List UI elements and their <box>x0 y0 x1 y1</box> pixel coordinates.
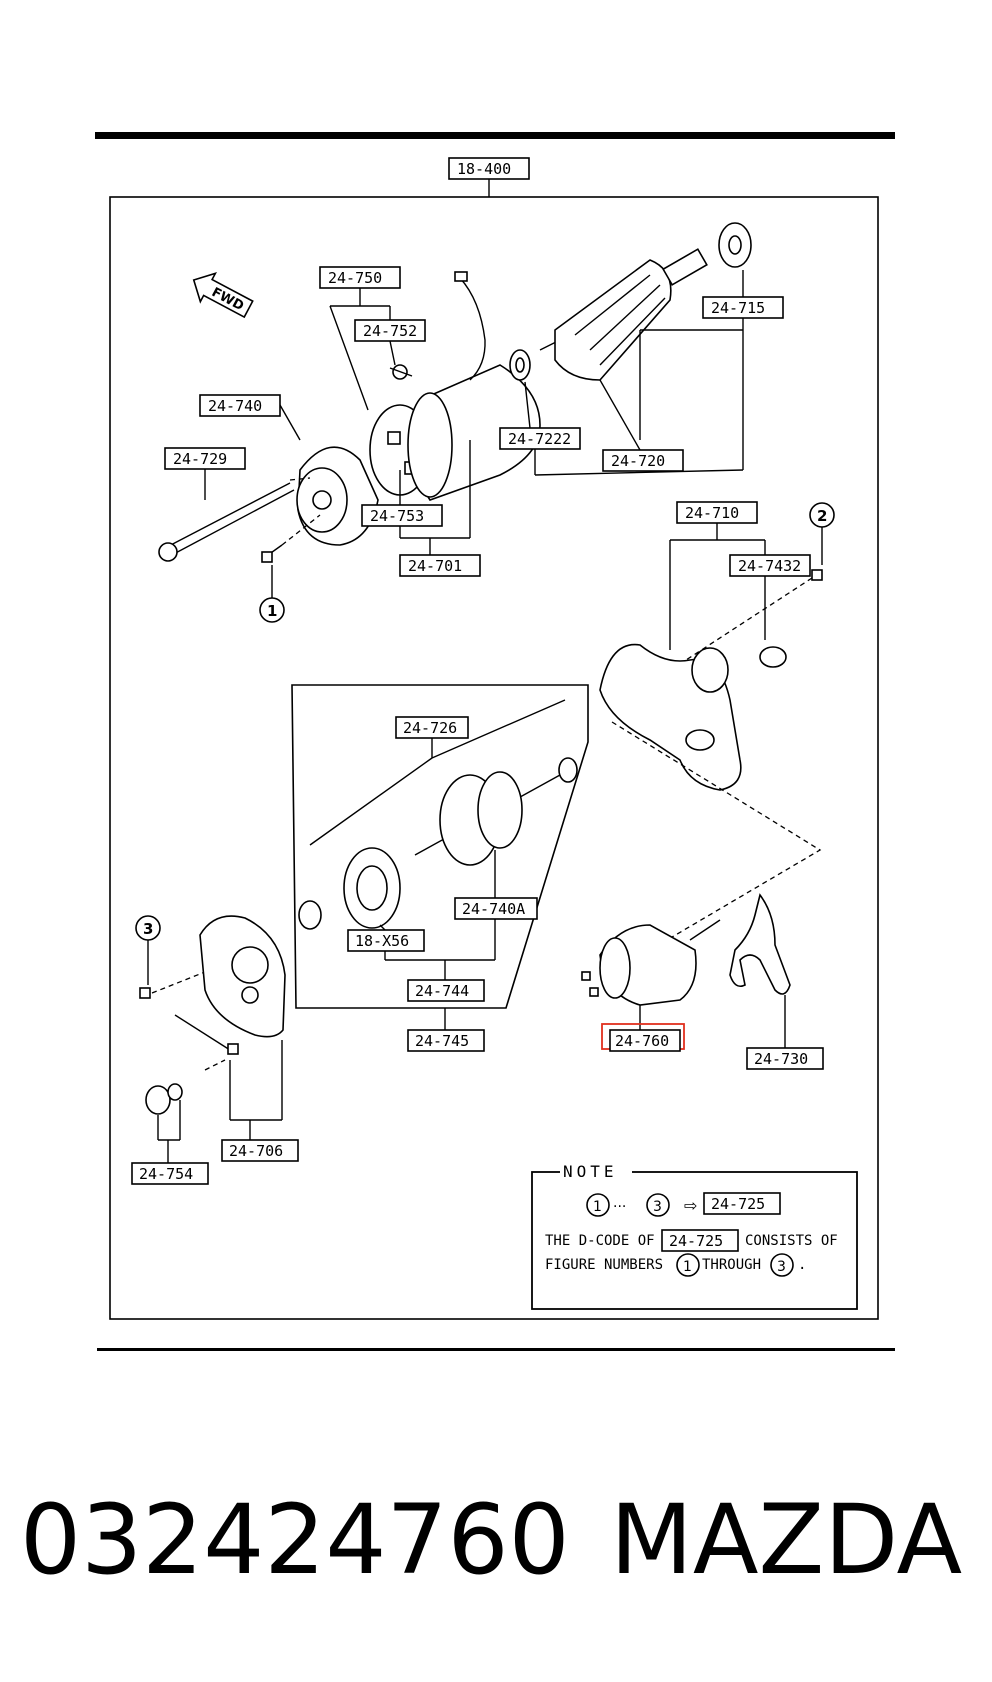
note-line1-suffix: CONSISTS OF <box>745 1233 838 1249</box>
callout-24-720: 24-720 <box>602 449 684 472</box>
bushing-7432 <box>759 646 787 668</box>
callout-24-740A: 24-740A <box>454 897 538 920</box>
svg-text:24-715: 24-715 <box>711 299 765 317</box>
note-figure-3b: 3 <box>770 1253 794 1277</box>
callout-24-701: 24-701 <box>399 554 481 577</box>
note-figure-3: 3 <box>646 1193 670 1217</box>
svg-text:24-760: 24-760 <box>615 1032 669 1050</box>
callout-24-7222: 24-7222 <box>499 427 581 450</box>
through-bolt <box>158 482 295 562</box>
clip <box>389 364 413 380</box>
note-line2-mid: THROUGH <box>702 1257 761 1273</box>
callout-24-750: 24-750 <box>319 266 401 289</box>
shift-lever <box>729 893 791 995</box>
note-line2-end: . <box>798 1257 806 1273</box>
brand-name: MAZDA <box>610 1484 963 1596</box>
svg-text:3: 3 <box>777 1259 786 1275</box>
svg-text:3: 3 <box>653 1199 662 1215</box>
svg-text:1: 1 <box>267 602 277 620</box>
callout-24-710: 24-710 <box>676 501 758 524</box>
overrunning-clutch <box>414 771 561 866</box>
front-cover <box>199 915 286 1038</box>
fwd-arrow-icon: FWD <box>192 272 254 319</box>
callout-24-7432: 24-7432 <box>729 554 811 577</box>
svg-text:24-710: 24-710 <box>685 504 739 522</box>
bearing-7222 <box>509 349 531 381</box>
svg-text:1: 1 <box>683 1259 692 1275</box>
svg-text:24-750: 24-750 <box>328 269 382 287</box>
svg-text:24-726: 24-726 <box>403 719 457 737</box>
plug <box>145 1083 183 1115</box>
svg-text:24-740: 24-740 <box>208 397 262 415</box>
svg-text:18-X56: 18-X56 <box>355 932 409 950</box>
callout-24-745: 24-745 <box>407 1029 485 1052</box>
svg-text:24-706: 24-706 <box>229 1142 283 1160</box>
note-code-1: 24-725 <box>711 1195 765 1213</box>
note-title: NOTE <box>563 1162 618 1181</box>
note-code-2: 24-725 <box>669 1232 723 1250</box>
svg-text:24-730: 24-730 <box>754 1050 808 1068</box>
svg-text:1: 1 <box>593 1199 602 1215</box>
spring-clip <box>174 1014 239 1055</box>
top-label-box: 18-400 <box>448 157 530 180</box>
svg-text:24-729: 24-729 <box>173 450 227 468</box>
callout-24-752: 24-752 <box>354 319 426 342</box>
note-figure-1b: 1 <box>676 1253 700 1277</box>
note-line1-prefix: THE D-CODE OF <box>545 1233 655 1249</box>
figure-number-2: 2 <box>809 502 835 528</box>
callout-24-760: 24-760 <box>609 1029 681 1052</box>
part-number: 032424760 <box>20 1484 570 1596</box>
callout-24-753: 24-753 <box>361 504 443 527</box>
svg-text:24-745: 24-745 <box>415 1032 469 1050</box>
bearing-715 <box>718 222 752 268</box>
svg-text:24-7432: 24-7432 <box>738 557 801 575</box>
svg-text:24-754: 24-754 <box>139 1165 193 1183</box>
bottom-rule <box>97 1348 895 1351</box>
figure-number-1: 1 <box>259 597 285 623</box>
svg-text:24-7222: 24-7222 <box>508 430 571 448</box>
top-rule <box>95 132 895 139</box>
drive-housing <box>599 643 742 791</box>
svg-text:24-753: 24-753 <box>370 507 424 525</box>
callout-24-726: 24-726 <box>395 716 469 739</box>
rear-cover <box>296 446 379 546</box>
svg-text:24-701: 24-701 <box>408 557 462 575</box>
caption: 032424760 MAZDA <box>0 1485 992 1605</box>
callout-24-730: 24-730 <box>746 1047 824 1070</box>
callout-24-744: 24-744 <box>407 979 485 1002</box>
callout-24-740: 24-740 <box>199 394 281 417</box>
callout-18-X56: 18-X56 <box>347 929 425 952</box>
diagram-frame <box>109 196 879 1320</box>
note-dots: ··· <box>613 1199 626 1215</box>
svg-text:2: 2 <box>817 507 827 525</box>
callout-24-706: 24-706 <box>221 1139 299 1162</box>
solenoid <box>581 919 721 1006</box>
top-label: 18-400 <box>457 160 511 178</box>
svg-text:3: 3 <box>143 920 153 938</box>
svg-text:24-744: 24-744 <box>415 982 469 1000</box>
subassembly-frame <box>291 684 589 1009</box>
callout-24-729: 24-729 <box>164 447 246 470</box>
lead-wire <box>459 277 486 381</box>
screw-1 <box>261 544 283 563</box>
svg-text:24-740A: 24-740A <box>462 900 525 918</box>
note-box: NOTE 1 ··· 3 ⇨ 24-725 THE D-CODE OF 24-7… <box>531 1162 858 1310</box>
svg-text:24-752: 24-752 <box>363 322 417 340</box>
callout-24-715: 24-715 <box>702 296 784 319</box>
figure-number-3: 3 <box>135 915 161 941</box>
note-arrow: ⇨ <box>684 1196 697 1215</box>
svg-text:24-720: 24-720 <box>611 452 665 470</box>
callout-24-754: 24-754 <box>131 1162 209 1185</box>
yoke <box>407 364 541 501</box>
armature <box>539 248 708 381</box>
pinion-gear <box>343 847 401 929</box>
note-figure-1: 1 <box>586 1193 610 1217</box>
note-line2-prefix: FIGURE NUMBERS <box>545 1257 663 1273</box>
